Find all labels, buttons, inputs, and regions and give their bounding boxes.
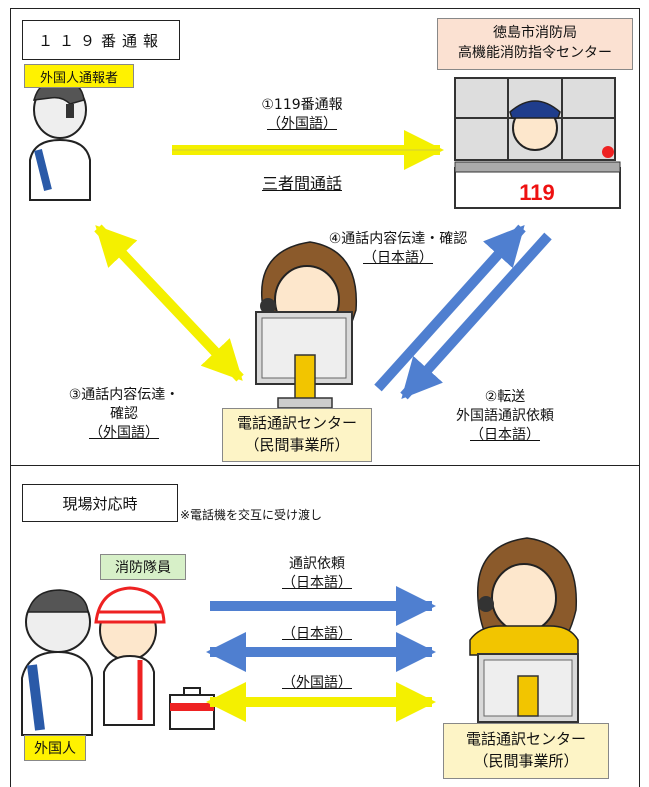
center-bottom-line1: 電話通訳センター: [465, 730, 586, 749]
step2-line2: 外国語通訳依頼: [456, 407, 554, 424]
arrow-step2: [400, 232, 552, 400]
arrow3-label: （外国語）: [282, 675, 352, 691]
step4-label: ④通話内容伝達・確認 （日本語）: [298, 230, 498, 268]
handover-note: ※電話機を交互に受け渡し: [180, 508, 323, 522]
step3-lang: （外国語）: [89, 424, 159, 441]
fire-hq-label: 徳島市消防局 高機能消防指令センター: [437, 18, 633, 70]
equipment-box-icon: [169, 687, 215, 730]
arrow1-line1: 通訳依頼: [289, 556, 345, 572]
firefighter-tag: 消防隊員: [100, 554, 186, 580]
foreigner-tag: 外国人: [24, 735, 86, 761]
step1-lang: （外国語）: [267, 115, 337, 132]
step3-line2: 確認: [110, 405, 138, 422]
caller-tag: 外国人通報者: [24, 64, 134, 88]
step1-text: ①119番通報: [261, 97, 343, 113]
step3-line1: ③通話内容伝達・: [68, 387, 180, 403]
step2-line1: ②転送: [484, 389, 526, 405]
caller-person-icon: [29, 79, 91, 201]
foreigner-person-icon: [21, 589, 93, 736]
fire-hq-line2: 高機能消防指令センター: [458, 45, 612, 61]
fire-command-center-icon: [454, 77, 621, 209]
center-bottom-line2: （民間事業所）: [473, 752, 579, 770]
bottom-panel: [10, 465, 640, 787]
interpreter-center-bottom: 電話通訳センター （民間事業所）: [443, 723, 609, 779]
monitor-icon-bottom: [477, 653, 579, 723]
arrow1-label: 通訳依頼 （日本語）: [262, 555, 372, 593]
section-title-onsite: 現場対応時: [22, 484, 178, 522]
step2-label: ②転送 外国語通訳依頼 （日本語）: [440, 388, 570, 445]
center-top-line1: 電話通訳センター: [236, 414, 357, 433]
section-title-119: １１９番通報: [22, 20, 180, 60]
step1-label: ①119番通報 （外国語）: [232, 96, 372, 134]
arrow2-label: （日本語）: [282, 626, 352, 642]
firefighter-person-icon: [94, 586, 166, 726]
step3-label: ③通話内容伝達・ 確認 （外国語）: [44, 386, 204, 443]
interpreter-person-icon-bottom: [469, 537, 579, 656]
interpreter-center-top: 電話通訳センター （民間事業所）: [222, 408, 372, 462]
three-way-call-label: 三者間通話: [261, 174, 342, 193]
arrow-step3: [94, 224, 244, 382]
step2-lang: （日本語）: [470, 426, 540, 443]
step4-lang: （日本語）: [363, 249, 433, 266]
center-top-line2: （民間事業所）: [244, 436, 350, 454]
desk-number: 119: [519, 180, 555, 205]
fire-hq-line1: 徳島市消防局: [493, 25, 577, 42]
step4-text: ④通話内容伝達・確認: [328, 231, 468, 247]
arrow1-line2: （日本語）: [282, 574, 352, 591]
monitor-icon-top: [255, 311, 353, 409]
